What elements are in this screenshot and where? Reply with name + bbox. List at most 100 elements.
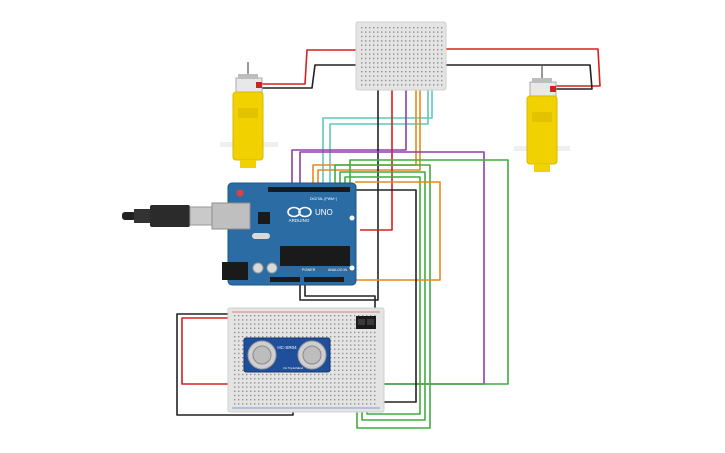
- breadboard-hole: [374, 361, 376, 363]
- breadboard-hole: [290, 327, 292, 329]
- reset-button[interactable]: [236, 189, 244, 197]
- breadboard-hole: [401, 57, 403, 60]
- digital-label: DIGITAL (PWM~): [310, 197, 337, 201]
- breadboard-hole: [298, 390, 300, 392]
- breadboard-hole: [429, 62, 431, 64]
- breadboard-hole: [274, 399, 276, 401]
- breadboard-hole: [270, 373, 272, 376]
- breadboard-hole: [405, 79, 407, 82]
- breadboard-hole: [370, 403, 372, 405]
- breadboard-hole: [397, 44, 399, 46]
- breadboard-hole: [246, 386, 248, 388]
- breadboard-hole: [282, 382, 284, 384]
- breadboard-hole: [397, 66, 399, 68]
- breadboard-hole: [377, 40, 379, 42]
- breadboard-hole: [397, 49, 399, 51]
- breadboard-hole: [338, 382, 340, 384]
- wire-orange-2: [312, 80, 417, 187]
- breadboard-hole: [238, 390, 240, 392]
- motor-driver-icon[interactable]: [356, 316, 376, 329]
- breadboard-hole: [266, 386, 268, 388]
- breadboard-hole: [374, 378, 376, 380]
- breadboard-hole: [326, 323, 328, 325]
- breadboard-hole: [242, 344, 244, 346]
- breadboard-hole: [437, 62, 439, 64]
- breadboard-hole: [401, 62, 403, 64]
- breadboard-hole: [354, 403, 356, 405]
- breadboard-hole: [250, 378, 252, 380]
- breadboard-hole: [314, 382, 316, 384]
- breadboard-hole: [417, 53, 419, 55]
- breadboard-hole: [413, 75, 415, 77]
- wire-teal-2: [329, 80, 429, 187]
- breadboard-hole: [409, 31, 411, 33]
- breadboard-hole: [298, 382, 300, 384]
- breadboard-hole: [310, 336, 312, 338]
- breadboard-hole: [234, 340, 236, 342]
- breadboard-hole: [365, 44, 367, 46]
- breadboard-hole: [373, 31, 375, 33]
- breadboard-hole: [369, 75, 371, 77]
- breadboard-hole: [370, 331, 372, 334]
- breadboard-hole: [338, 340, 340, 342]
- breadboard-hole: [234, 403, 236, 405]
- breadboard-hole: [346, 378, 348, 380]
- breadboard-hole: [362, 352, 364, 355]
- breadboard-hole: [326, 399, 328, 401]
- breadboard-hole: [441, 75, 443, 77]
- breadboard-hole: [342, 394, 344, 397]
- breadboard-hole: [326, 327, 328, 329]
- breadboard-hole: [433, 57, 435, 60]
- breadboard-hole: [362, 361, 364, 363]
- breadboard-hole: [429, 35, 431, 38]
- breadboard-hole: [409, 57, 411, 60]
- breadboard-hole: [385, 57, 387, 60]
- breadboard-hole: [238, 357, 240, 359]
- breadboard-hole: [258, 378, 260, 380]
- breadboard-hole: [262, 373, 264, 376]
- breadboard-hole: [318, 373, 320, 376]
- breadboard-hole: [270, 378, 272, 380]
- breadboard-hole: [393, 53, 395, 55]
- breadboard-hole: [242, 361, 244, 363]
- breadboard-hole: [354, 315, 356, 317]
- breadboard-hole: [405, 27, 407, 29]
- breadboard-hole: [258, 323, 260, 325]
- breadboard-hole: [258, 319, 260, 321]
- breadboard-hole: [326, 403, 328, 405]
- power-label: POWER: [302, 268, 316, 272]
- wire-red-left-motor: [262, 49, 360, 85]
- right-gear-motor[interactable]: [514, 66, 570, 172]
- breadboard-hole: [302, 403, 304, 405]
- breadboard-hole: [374, 340, 376, 342]
- breadboard-hole: [306, 403, 308, 405]
- breadboard-hole: [358, 331, 360, 334]
- breadboard-hole: [374, 357, 376, 359]
- breadboard-hole: [258, 399, 260, 401]
- arduino-uno[interactable]: ARDUINO UNO DIGITAL (PWM~) POWER ANALOG …: [211, 182, 357, 286]
- breadboard-hole: [322, 327, 324, 329]
- breadboard-hole: [326, 390, 328, 392]
- breadboard-hole: [282, 327, 284, 329]
- breadboard-hole: [282, 394, 284, 397]
- breadboard-hole: [377, 71, 379, 73]
- breadboard-hole: [397, 35, 399, 38]
- breadboard-hole: [246, 382, 248, 384]
- breadboard-hole: [294, 403, 296, 405]
- breadboard-hole: [286, 373, 288, 376]
- top-breadboard[interactable]: [355, 21, 447, 91]
- breadboard-hole: [429, 40, 431, 42]
- breadboard-hole: [374, 399, 376, 401]
- breadboard-hole: [405, 62, 407, 64]
- breadboard-hole: [274, 378, 276, 380]
- breadboard-hole: [370, 336, 372, 338]
- breadboard-hole: [234, 344, 236, 346]
- breadboard-hole: [274, 373, 276, 376]
- breadboard-hole: [302, 331, 304, 334]
- breadboard-hole: [413, 66, 415, 68]
- breadboard-hole: [330, 365, 332, 367]
- left-gear-motor[interactable]: [220, 62, 278, 168]
- breadboard-hole: [389, 84, 391, 86]
- breadboard-hole: [242, 403, 244, 405]
